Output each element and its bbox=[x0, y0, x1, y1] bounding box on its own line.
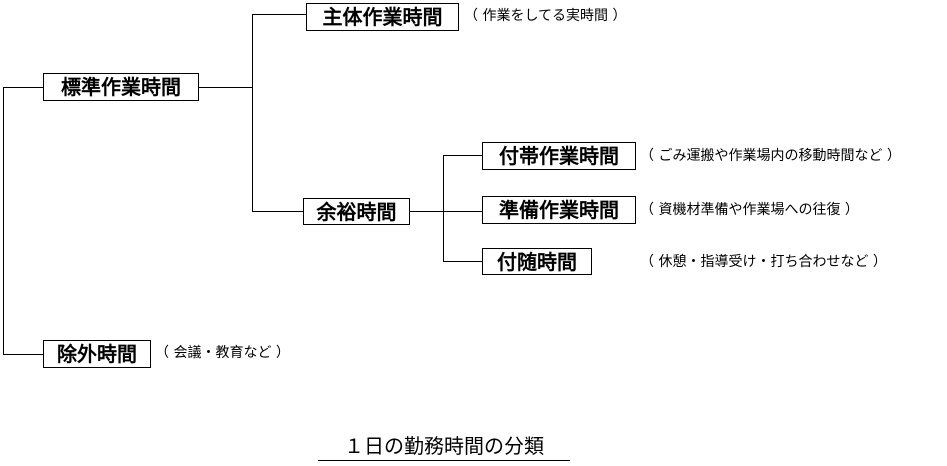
main-work-time-note: （ 作業をしてる実時間 ） bbox=[464, 8, 627, 24]
connector-standard-vertical bbox=[252, 14, 253, 212]
connector-to-attendant bbox=[443, 261, 482, 262]
connector-root-to-standard bbox=[3, 87, 43, 88]
incidental-work-time-note: （ ごみ運搬や作業場内の移動時間など ） bbox=[640, 148, 901, 164]
excluded-time-box: 除外時間 bbox=[43, 340, 151, 368]
connector-root-to-excluded bbox=[3, 354, 43, 355]
standard-work-time-box: 標準作業時間 bbox=[43, 73, 199, 101]
connector-allowance-out bbox=[410, 211, 482, 212]
connector-to-allowance bbox=[252, 211, 303, 212]
diagram-caption: １日の勤務時間の分類 bbox=[318, 432, 570, 461]
attendant-time-note: （ 休憩・指導受け・打ち合わせなど ） bbox=[640, 254, 887, 270]
incidental-work-time-box: 付帯作業時間 bbox=[482, 142, 636, 170]
connector-allowance-vertical bbox=[443, 155, 444, 262]
connector-to-incidental bbox=[443, 155, 482, 156]
preparation-work-time-note: （ 資機材準備や作業場への往復 ） bbox=[640, 202, 859, 218]
main-work-time-box: 主体作業時間 bbox=[306, 3, 459, 31]
connector-to-main bbox=[252, 14, 306, 15]
preparation-work-time-box: 準備作業時間 bbox=[482, 196, 636, 224]
connector-root-vertical bbox=[3, 87, 4, 355]
attendant-time-box: 付随時間 bbox=[482, 248, 592, 275]
excluded-time-note: （ 会議・教育など ） bbox=[155, 345, 290, 361]
allowance-time-box: 余裕時間 bbox=[303, 198, 410, 225]
connector-standard-out bbox=[199, 87, 252, 88]
